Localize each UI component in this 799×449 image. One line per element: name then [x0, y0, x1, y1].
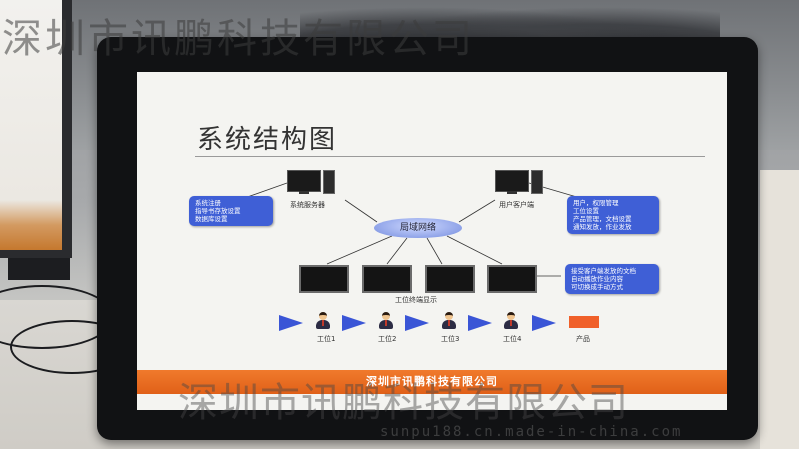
client-function-item: 产品管理，文档设置 — [573, 215, 653, 223]
server-label: 系统服务器 — [290, 200, 325, 210]
background-window — [760, 170, 799, 449]
network-node: 局域网络 — [374, 218, 462, 238]
diagram-connectors — [137, 72, 727, 410]
product-block — [569, 316, 599, 328]
station-label: 工位2 — [378, 334, 396, 344]
station-label: 工位1 — [317, 334, 335, 344]
display-icon — [362, 265, 412, 293]
terminal-function-item: 自动播放作业内容 — [571, 275, 653, 283]
watermark-top: 深圳市讯鹏科技有限公司 — [2, 6, 475, 64]
terminal-function-item: 可切换成手动方式 — [571, 283, 653, 291]
server-function-item: 数据库设置 — [195, 215, 267, 223]
client-function-item: 用户，权限管理 — [573, 199, 653, 207]
worker-icon — [378, 312, 394, 330]
server-function-item: 系统注册 — [195, 199, 267, 207]
terminal-function-item: 接受客户端发放的文档 — [571, 267, 653, 275]
server-computer-icon — [287, 170, 335, 196]
client-label: 用户客户端 — [499, 200, 534, 210]
client-functions-box: 用户，权限管理 工位设置 产品管理，文档设置 通知发放，作业发放 — [567, 196, 659, 234]
tablet-screen: 系统结构图 系统服务器 用户客户端 系统注册 指导书存放设置 数据库设置 用户，… — [137, 72, 727, 410]
station-label: 工位3 — [441, 334, 459, 344]
watermark-url: sunpu188.cn.made-in-china.com — [380, 424, 682, 440]
display-icon — [299, 265, 349, 293]
display-label: 工位终端显示 — [395, 295, 437, 305]
worker-icon — [503, 312, 519, 330]
product-label: 产品 — [576, 334, 590, 344]
client-function-item: 工位设置 — [573, 207, 653, 215]
client-computer-icon — [495, 170, 543, 196]
arrow-icon — [405, 315, 429, 331]
station-label: 工位4 — [503, 334, 521, 344]
worker-icon — [315, 312, 331, 330]
display-icon — [487, 265, 537, 293]
server-functions-box: 系统注册 指导书存放设置 数据库设置 — [189, 196, 273, 226]
left-monitor-base — [8, 258, 70, 280]
arrow-icon — [532, 315, 556, 331]
arrow-icon — [468, 315, 492, 331]
display-icon — [425, 265, 475, 293]
terminal-functions-box: 接受客户端发放的文档 自动播放作业内容 可切换成手动方式 — [565, 264, 659, 294]
client-function-item: 通知发放，作业发放 — [573, 223, 653, 231]
arrow-icon — [279, 315, 303, 331]
watermark-bottom: 深圳市讯鹏科技有限公司 — [178, 370, 629, 428]
server-function-item: 指导书存放设置 — [195, 207, 267, 215]
worker-icon — [441, 312, 457, 330]
arrow-icon — [342, 315, 366, 331]
